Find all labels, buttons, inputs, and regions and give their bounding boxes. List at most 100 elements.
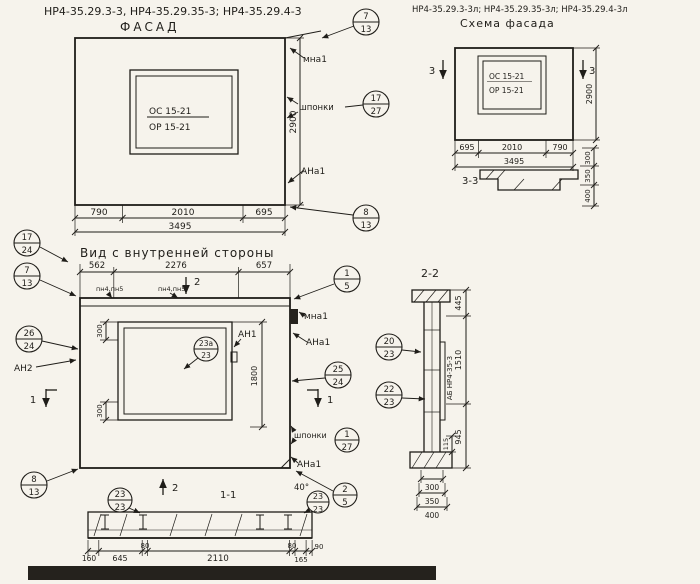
section22-dim-1510: 1510 (454, 350, 463, 370)
facade-panel-outline (74, 37, 286, 206)
facade-view: НР4-35.29.3-3, НР4-35.29.35-3; НР4-35.29… (44, 5, 390, 236)
section33-dim-400: 400 (584, 189, 592, 202)
scheme-window-frame-inner (482, 60, 542, 110)
section22-callout-22-23-den: 23 (384, 398, 395, 408)
inner-dim-2276: 2276 (165, 261, 187, 271)
inner-callout-23a-23-den: 23 (201, 351, 211, 360)
inner-shponki-arrow-2 (290, 437, 297, 445)
facade-dim-2010: 2010 (172, 208, 195, 218)
inner-callout-7-13-den: 13 (22, 279, 33, 289)
inner-dim-1800: 1800 (250, 366, 259, 386)
inner-callout-1-5-den: 5 (344, 282, 349, 292)
section11-band (87, 511, 313, 539)
section22-callout-22-23-leader (401, 396, 426, 402)
inner-ana1-bottom-arrow (290, 456, 299, 464)
inner-title: Вид с внутренней стороны (80, 246, 274, 260)
section-1-1: 1-1 160 645 80 21 (82, 487, 330, 564)
facade-header: НР4-35.29.3-3, НР4-35.29.35-3; НР4-35.29… (44, 5, 302, 18)
inner-label-mna1: мна1 (304, 312, 328, 322)
inner-callout-8-13-num: 8 (31, 475, 36, 485)
section22-callout-20-23-den: 23 (384, 350, 395, 360)
inner-callout-8-13-den: 13 (29, 488, 40, 498)
inner-dim-ticks-vertical (102, 318, 266, 431)
section33-title: 3-3 (462, 176, 478, 187)
scheme-window-mark-1: ОС 15-21 (489, 72, 525, 81)
inner-label-shponki: шпонки (294, 431, 327, 440)
inner-callout-26-24-leader (41, 340, 79, 351)
inner-window-frame (117, 321, 233, 421)
facade-callout-right-num: 17 (371, 94, 382, 104)
facade-callout-top-den: 13 (361, 25, 372, 35)
section11-dim-645: 645 (112, 554, 127, 563)
inner-window-ext-lines (100, 321, 267, 428)
inner-callout-26-24-den: 24 (24, 342, 35, 352)
facade-label-shponki: шпонки (299, 103, 334, 113)
scheme-dim-695: 695 (459, 143, 474, 152)
inner-section1-label-left: 1 (30, 395, 36, 406)
facade-callout-top-leader (321, 25, 355, 39)
inner-ana1-top-arrow (292, 332, 308, 343)
facade-window-frame-inner (135, 75, 233, 149)
inner-dim-657: 657 (256, 261, 272, 271)
inner-label-ana1-bottom: АНа1 (297, 460, 321, 470)
facade-dim-790: 790 (90, 208, 107, 218)
section11-dim-ticks (84, 547, 316, 555)
scheme-dim-height: 2900 (585, 84, 594, 104)
inner-label-angle: 40° (294, 483, 309, 493)
facade-window-frame (129, 69, 239, 155)
section11-callout-left-den: 23 (115, 503, 126, 513)
inner-callout-26-24-num: 26 (24, 329, 35, 339)
inner-an1-arrow (233, 338, 242, 348)
inner-callout-7-13-num: 7 (24, 266, 29, 276)
inner-dim-562: 562 (89, 261, 105, 271)
facade-callout-right-den: 27 (371, 107, 382, 117)
inner-callout-25-24-num: 25 (333, 365, 344, 375)
section11-dim-90: 90 (315, 543, 324, 551)
section22-title: 2-2 (421, 267, 439, 280)
facade-callout-bottom-den: 13 (361, 221, 372, 231)
scheme-section-mark-right-label: 3 (589, 66, 595, 77)
section22-dim-945: 945 (454, 429, 463, 444)
inner-mna1-arrow (298, 311, 306, 318)
section11-callout-right-leader (303, 507, 311, 514)
section11-callout-left-leader (128, 507, 141, 514)
section22-hatch (411, 289, 449, 469)
facade-dim-ticks (71, 34, 304, 236)
inner-callout-2-5-leader (295, 470, 334, 492)
inner-callout-23a-23-leader (183, 357, 199, 370)
inner-corner-chamfer (280, 458, 291, 469)
inner-callout-17-24-num: 17 (22, 233, 33, 243)
inner-label-an1: АН1 (238, 330, 257, 340)
facade-callout-right-connector (344, 104, 364, 108)
inner-callout-1-27-num: 1 (344, 430, 349, 440)
facade-dim-695: 695 (255, 208, 272, 218)
inner-section2-label-bottom: 2 (172, 483, 178, 494)
section11-dim-165: 165 (294, 556, 307, 564)
facade-scheme-view: НР4-35.29.3-3л; НР4-35.29.35-3л; НР4-35.… (412, 5, 628, 171)
inner-label-an2: АН2 (14, 364, 33, 374)
section33-dim-350: 350 (584, 169, 592, 182)
inner-dim-300a: 300 (96, 324, 104, 337)
section22-anchor-plate (439, 341, 446, 421)
section33-extension-lines (580, 147, 599, 207)
facade-dim-total: 3495 (169, 222, 192, 232)
facade-label-ana1: АНа1 (301, 167, 325, 177)
section11-dim-160: 160 (82, 554, 97, 563)
section22-dim-115: 115 (442, 438, 450, 450)
inner-callout-1-5-leader (293, 283, 335, 300)
facade-title: ФАСАД (120, 20, 180, 34)
inner-callout-7-13-leader (39, 279, 77, 297)
inner-hinge-block (290, 309, 298, 324)
section22-dim-400: 400 (425, 511, 440, 520)
inner-callout-17-24-den: 24 (22, 246, 33, 256)
facade-window-mark-2: ОР 15-21 (149, 123, 191, 133)
section22-dim-300: 300 (425, 483, 440, 492)
inner-shponki-arrow-1 (290, 425, 297, 433)
section22-bottom-ext-lines (416, 470, 448, 511)
scheme-dim-2010: 2010 (502, 143, 522, 152)
section11-callout-left-num: 23 (115, 490, 126, 500)
inner-callout-2-5-num: 2 (342, 485, 347, 495)
inner-section1-label-right: 1 (327, 395, 333, 406)
inner-callout-2-5-den: 5 (342, 498, 347, 508)
facade-dim-height: 2900 (289, 110, 299, 133)
